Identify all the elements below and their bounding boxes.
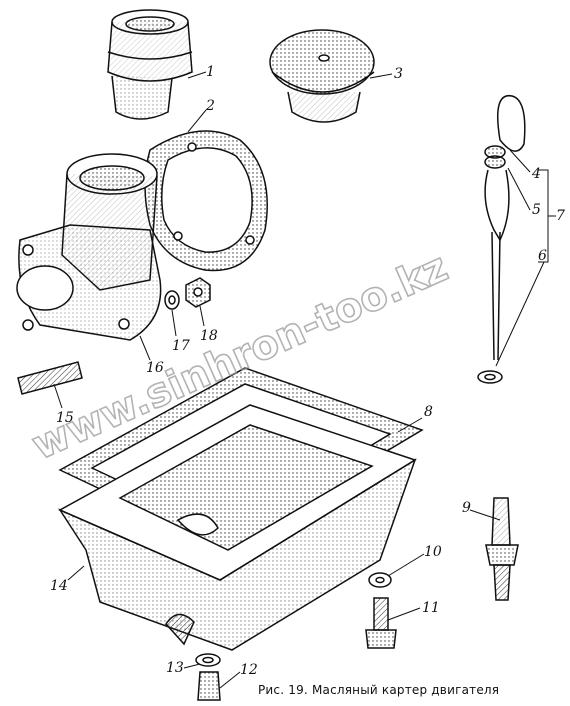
- callout-8: 8: [424, 404, 433, 420]
- filler-housing: [16, 153, 162, 341]
- callout-6: 6: [538, 248, 547, 264]
- callout-4: 4: [531, 166, 541, 182]
- drain-plug: [197, 671, 221, 701]
- drain-washer: [195, 653, 221, 667]
- callout-15: 15: [56, 410, 74, 426]
- callout-18: 18: [200, 328, 218, 344]
- callout-labels: 1 2 3 4 5 6 7 8 9 10 11 12 13 14 15 16 1…: [50, 64, 565, 678]
- callout-13: 13: [166, 660, 184, 676]
- bolt: [365, 597, 397, 649]
- callout-3: 3: [394, 66, 403, 82]
- filler-cap: [269, 29, 375, 123]
- nut: [185, 277, 211, 308]
- callout-17: 17: [172, 338, 190, 354]
- spring-washer: [164, 290, 180, 310]
- dipstick: [477, 95, 526, 384]
- callout-5: 5: [532, 202, 541, 218]
- callout-14: 14: [50, 578, 68, 594]
- figure-caption: Рис. 19. Масляный картер двигателя: [258, 683, 500, 697]
- washer-small: [368, 572, 392, 588]
- oil-pan: [58, 404, 417, 651]
- callout-12: 12: [240, 662, 258, 678]
- callout-11: 11: [422, 600, 440, 616]
- leader-lines: [53, 71, 556, 689]
- callout-7: 7: [556, 208, 565, 224]
- callout-1: 1: [206, 64, 215, 80]
- callout-10: 10: [424, 544, 442, 560]
- stud: [17, 361, 83, 395]
- callout-16: 16: [146, 360, 164, 376]
- gasket-round: [144, 130, 268, 272]
- stud-plug: [485, 497, 519, 601]
- callout-2: 2: [205, 98, 215, 114]
- filler-neck-sleeve: [107, 9, 193, 120]
- callout-9: 9: [462, 500, 471, 516]
